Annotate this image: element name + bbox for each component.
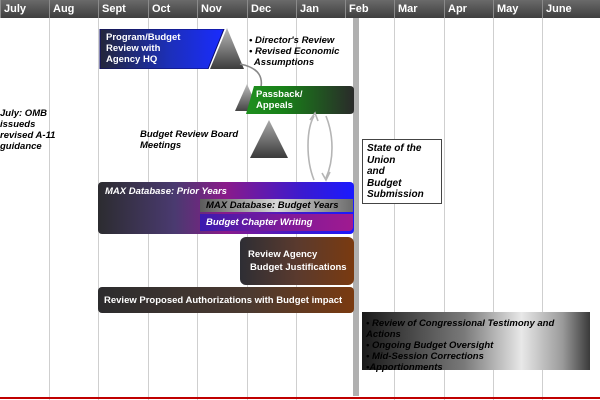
gridline — [394, 18, 395, 400]
month-label-aug: Aug — [49, 0, 98, 18]
month-label-jan: Jan — [296, 0, 345, 18]
note-line: July: OMB — [0, 108, 47, 119]
task-item: • Mid-Session Corrections — [366, 351, 484, 362]
note-line: • Director's Review — [249, 35, 335, 46]
box-line: Union — [367, 154, 396, 166]
note-line: Budget Review Board — [140, 129, 239, 140]
program-budget-review-label: Program/Budget Review with Agency HQ — [106, 32, 206, 65]
budget-review-board-note: Budget Review Board Meetings — [140, 129, 240, 151]
note-line: • Revised Economic — [249, 46, 340, 57]
budget-review-board-triangle — [250, 120, 288, 158]
month-label-july: July — [0, 0, 49, 18]
gridline — [444, 18, 445, 400]
triangle-shape — [210, 28, 244, 69]
month-label-oct: Oct — [148, 0, 197, 18]
month-label-dec: Dec — [247, 0, 296, 18]
state-of-union-label: State of the Union and Budget Submission — [367, 143, 437, 201]
gridline — [542, 18, 543, 400]
task-item: •Apportionments — [366, 362, 443, 373]
box-line: Agency HQ — [106, 54, 158, 65]
note-line: Meetings — [140, 140, 182, 151]
box-line: and — [367, 166, 385, 177]
month-label-nov: Nov — [197, 0, 246, 18]
spring-tasks-box: • Review of Congressional Testimony and … — [362, 312, 590, 373]
july-omb-note: July: OMB issueds revised A-11 guidance — [0, 108, 60, 152]
task-item: • Ongoing Budget Oversight — [366, 340, 494, 351]
review-proposed-authorizations-box: Review Proposed Authorizations with Budg… — [98, 287, 354, 313]
directors-review-note: • Director's Review • Revised Economic A… — [249, 35, 349, 68]
box-line: Appeals — [256, 100, 293, 111]
box-line: Submission — [367, 189, 424, 200]
box-line: Passback/ — [256, 89, 303, 100]
bottom-border — [0, 397, 600, 399]
box-line: Budget — [367, 177, 402, 189]
passback-appeals-label: Passback/ Appeals — [256, 89, 316, 111]
state-of-union-box: State of the Union and Budget Submission — [362, 139, 442, 204]
budget-chapter-writing-box: Budget Chapter Writing — [200, 214, 353, 231]
review-proposed-authorizations-label: Review Proposed Authorizations with Budg… — [104, 295, 343, 306]
note-line: guidance — [0, 141, 42, 152]
box-line: Budget Justifications — [250, 262, 347, 273]
max-database-budget-years-box: MAX Database: Budget Years — [200, 199, 353, 212]
passback-appeals-shape — [246, 86, 354, 114]
box-line: State of the — [367, 143, 422, 154]
max-budget-years-label: MAX Database: Budget Years — [206, 200, 339, 211]
note-line: issueds — [0, 119, 36, 130]
budget-submission-marker-bar — [353, 18, 359, 396]
month-label-sept: Sept — [98, 0, 147, 18]
box-line: Program/Budget — [106, 32, 181, 43]
box-line: Review Agency — [248, 249, 318, 260]
month-label-june: June — [542, 0, 600, 18]
max-prior-years-label: MAX Database: Prior Years — [105, 186, 227, 197]
box-line: Review with — [106, 43, 161, 54]
note-line: revised A-11 — [0, 130, 56, 141]
month-label-may: May — [493, 0, 542, 18]
gridline — [493, 18, 494, 400]
note-line: Assumptions — [249, 57, 315, 68]
month-label-feb: Feb — [345, 0, 394, 18]
month-label-mar: Mar — [394, 0, 443, 18]
month-label-apr: Apr — [444, 0, 493, 18]
budget-chapter-writing-label: Budget Chapter Writing — [206, 217, 313, 228]
program-budget-review-shape — [99, 29, 225, 69]
task-item: • Review of Congressional Testimony and … — [366, 318, 555, 340]
gridline — [49, 18, 50, 400]
review-agency-justifications-box: Review Agency Budget Justifications — [240, 237, 354, 285]
month-header-band: July Aug Sept Oct Nov Dec Jan Feb Mar Ap… — [0, 0, 600, 18]
appeals-loop-arrows-icon — [307, 111, 333, 182]
